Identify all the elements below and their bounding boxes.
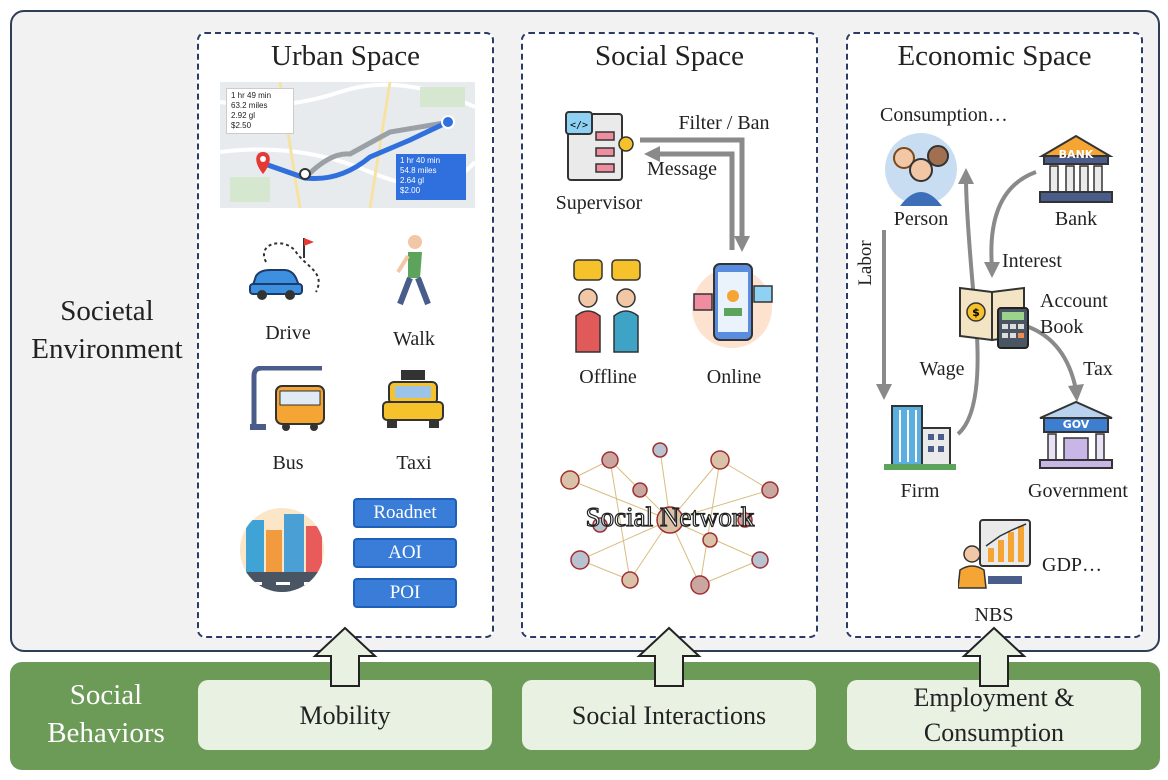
- nbs-label: NBS: [974, 604, 1014, 626]
- tax-label: Tax: [1083, 358, 1113, 380]
- taxi-icon: [382, 370, 444, 428]
- social-network-graphic: [560, 442, 779, 595]
- bank-sign: BANK: [1058, 148, 1094, 161]
- aoi-tag: AOI: [353, 538, 457, 568]
- online-label: Online: [706, 366, 762, 388]
- supervisor-label: Supervisor: [555, 192, 643, 214]
- labor-label: Labor: [855, 240, 876, 286]
- societal-environment-label: Societal Environment: [31, 295, 183, 365]
- economic-up-arrow: [961, 626, 1027, 687]
- message-label: Message: [647, 158, 717, 180]
- urban-space-title: Urban Space: [271, 40, 420, 72]
- bank-label: Bank: [1054, 208, 1098, 230]
- taxi-label: Taxi: [396, 452, 432, 474]
- filter-ban-label: Filter / Ban: [678, 112, 770, 134]
- city-icon: [240, 508, 324, 592]
- social-network-label: Social Network: [585, 501, 755, 532]
- drive-label: Drive: [265, 322, 311, 344]
- offline-chat-icon: [573, 259, 641, 353]
- supervisor-online-arrows: [640, 137, 750, 252]
- government-label: Government: [1028, 480, 1128, 502]
- interest-label: Interest: [1002, 250, 1062, 272]
- svg-text:$: $: [972, 306, 980, 319]
- bus-label: Bus: [272, 452, 304, 474]
- wage-label: Wage: [919, 358, 965, 380]
- walk-label: Walk: [393, 328, 435, 350]
- account-book-label: Account Book: [1040, 290, 1108, 338]
- svg-text:</>: </>: [570, 120, 588, 131]
- mobility-box: Mobility: [198, 680, 492, 750]
- social-up-arrow: [636, 626, 702, 687]
- employment-consumption-box: Employment &Consumption: [847, 680, 1141, 750]
- statistics-analyst-icon: [958, 519, 1031, 589]
- car-icon: [249, 238, 320, 300]
- gov-sign: GOV: [1062, 418, 1090, 431]
- walk-icon: [396, 235, 431, 306]
- person-group-icon: [885, 133, 957, 206]
- route2-card: 1 hr 40 min 54.8 miles 2.64 gl $2.00: [396, 154, 466, 200]
- firm-building-icon: [884, 405, 956, 470]
- social-interactions-box: Social Interactions: [522, 680, 816, 750]
- mobility-up-arrow: [312, 626, 378, 687]
- bank-icon: [1038, 134, 1114, 203]
- account-book-icon: $: [959, 286, 1029, 349]
- government-building-icon: [1039, 400, 1113, 469]
- offline-label: Offline: [579, 366, 637, 388]
- supervisor-icon: </>: [565, 111, 634, 181]
- economic-space-title: Economic Space: [897, 40, 1092, 72]
- consumption-label: Consumption…: [880, 104, 1008, 126]
- social-space-title: Social Space: [595, 40, 744, 72]
- poi-tag: POI: [353, 578, 457, 608]
- gdp-label: GDP…: [1042, 554, 1103, 576]
- roadnet-tag: Roadnet: [353, 498, 457, 528]
- social-behaviors-label: Social Behaviors: [47, 679, 165, 749]
- online-phone-icon: [692, 263, 773, 348]
- firm-label: Firm: [900, 480, 940, 502]
- route-map: 1 hr 49 min 63.2 miles 2.92 gl $2.50 1 h…: [220, 82, 475, 208]
- route1-card: 1 hr 49 min 63.2 miles 2.92 gl $2.50: [226, 88, 294, 134]
- person-label: Person: [893, 208, 949, 230]
- bus-icon: [250, 366, 325, 431]
